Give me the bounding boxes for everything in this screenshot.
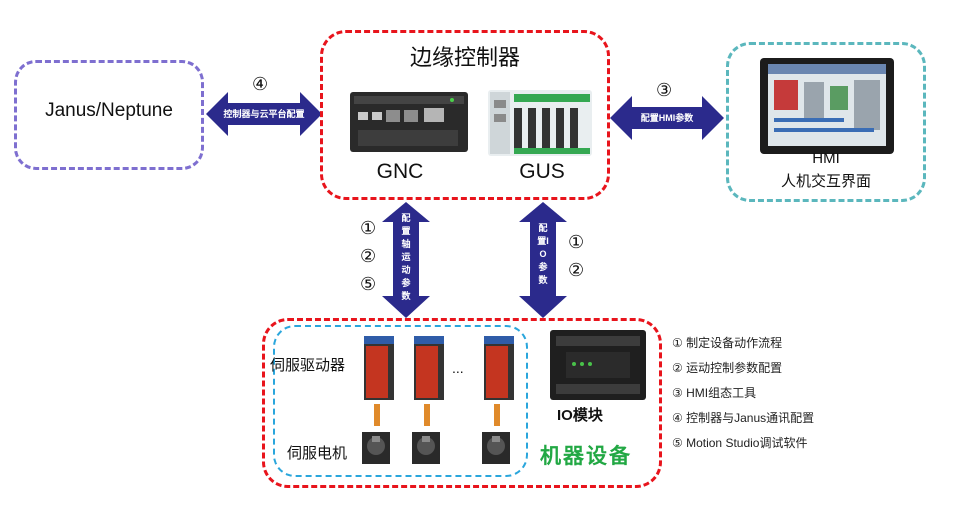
down-right-arrow-label: 配置IO参数: [537, 223, 549, 285]
left-arrow-number: ④: [252, 74, 269, 94]
down-right-number-1: ①: [568, 232, 585, 252]
io-module-image: [550, 330, 646, 400]
janus-box: [14, 60, 204, 170]
hmi-panel-image: [760, 58, 894, 154]
machine-label: 机器设备: [540, 445, 632, 468]
left-arrow-label: 控制器与云平台配置: [223, 109, 305, 119]
cable-3: [494, 404, 500, 426]
down-left-number-3: ⑤: [360, 274, 377, 294]
servo-motor-image-1: [362, 432, 390, 464]
arrow-gus-io: [519, 202, 567, 318]
arrow-gnc-servo: [382, 202, 430, 318]
servo-motor-label: 伺服电机: [287, 445, 348, 462]
down-left-number-1: ①: [360, 218, 377, 238]
servo-group-box: [273, 325, 528, 477]
arrow-janus-controller: [206, 92, 322, 136]
gus-label: GUS: [519, 160, 565, 183]
right-arrow-label: 配置HMI参数: [640, 113, 694, 123]
servo-drive-image-3: [484, 336, 514, 400]
gnc-label: GNC: [376, 160, 424, 183]
legend-item-3: ③ HMI组态工具: [672, 386, 757, 400]
io-module-label: IO模块: [557, 407, 603, 424]
legend-item-2: ② 运动控制参数配置: [672, 361, 783, 375]
edge-controller-title: 边缘控制器: [409, 45, 520, 70]
down-left-number-2: ②: [360, 246, 377, 266]
hmi-box: [726, 42, 926, 202]
servo-drive-image-1: [364, 336, 394, 400]
arrow-controller-hmi: [610, 96, 724, 140]
legend-item-5: ⑤ Motion Studio调试软件: [672, 436, 808, 450]
hmi-label: HMI: [812, 150, 840, 167]
servo-drive-image-2: [414, 336, 444, 400]
hmi-sublabel: 人机交互界面: [780, 173, 871, 190]
servo-motor-image-3: [482, 432, 510, 464]
right-arrow-number: ③: [656, 80, 673, 100]
down-left-arrow-label: 配置轴运动参数: [401, 213, 411, 301]
legend-item-4: ④ 控制器与Janus通讯配置: [672, 411, 815, 425]
machine-equipment-box: [262, 318, 662, 488]
down-right-number-2: ②: [568, 260, 585, 280]
cable-1: [374, 404, 380, 426]
janus-label: Janus/Neptune: [45, 100, 173, 121]
ellipsis-label: ...: [452, 360, 464, 376]
gnc-device-image: [350, 92, 468, 152]
edge-controller-box: [320, 30, 610, 200]
servo-motor-image-2: [412, 432, 440, 464]
gus-device-image: [488, 90, 592, 156]
servo-drive-label: 伺服驱动器: [270, 357, 346, 374]
cable-2: [424, 404, 430, 426]
legend-item-1: ① 制定设备动作流程: [672, 336, 783, 350]
